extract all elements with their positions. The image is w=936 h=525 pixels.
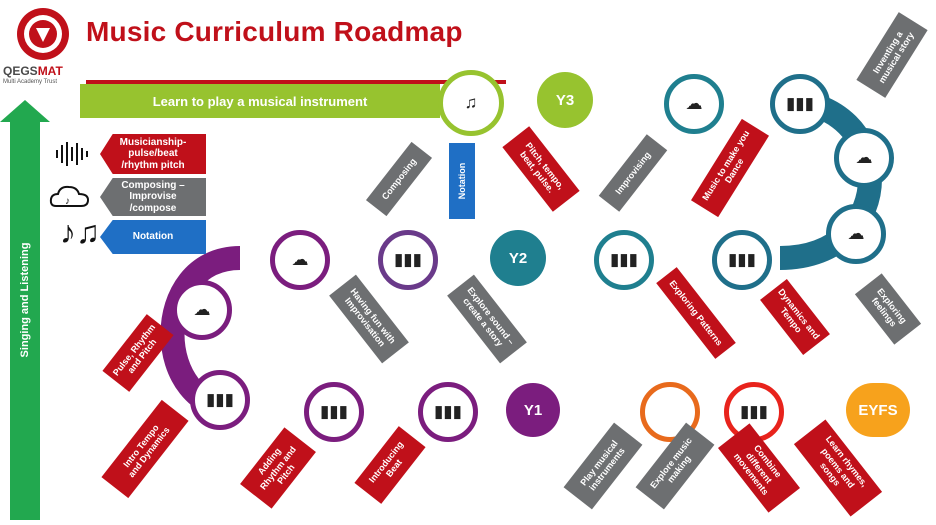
key-notation: Notation (100, 220, 206, 254)
singing-listening-bar (10, 120, 40, 520)
node-y1-rhythm: ▮▮▮ (304, 382, 364, 442)
school-logo (14, 6, 72, 62)
year-y2-circle: Y2 (490, 230, 546, 286)
node-y2-dynamics: ▮▮▮ (712, 230, 772, 290)
soundwave-icon (54, 140, 90, 174)
singing-arrow-head (0, 100, 50, 122)
page-title: Music Curriculum Roadmap (86, 16, 463, 47)
cloud-note-icon: ♪ (48, 182, 92, 216)
logo-subtitle: Multi Academy Trust (3, 79, 58, 85)
node-y1-tempo: ▮▮▮ (190, 370, 250, 430)
node-y3-dance: ▮▮▮ (770, 74, 830, 134)
node-y2-patterns: ▮▮▮ (594, 230, 654, 290)
year-y1-circle: Y1 (506, 383, 560, 437)
node-y1-beat: ▮▮▮ (418, 382, 478, 442)
title-underline (86, 80, 506, 84)
key-musicianship: Musicianship- pulse/beat /rhythm pitch (100, 134, 206, 174)
year-eyfs-circle: EYFS (846, 383, 910, 437)
node-y2-improv: ☁ (270, 230, 330, 290)
node-y2-feelings: ☁ (826, 204, 886, 264)
learn-instrument-bar: Learn to play a musical instrument (80, 84, 440, 118)
node-y2-sound: ▮▮▮ (378, 230, 438, 290)
key-composing: Composing – Improvise /compose (100, 178, 206, 216)
node-y3-improvising: ☁ (664, 74, 724, 134)
svg-text:♪: ♪ (65, 196, 70, 207)
node-y3-notation: ♫ (438, 70, 504, 136)
label-notation: Notation (449, 143, 475, 219)
node-y3-story: ☁ (834, 128, 894, 188)
node-eyfs-empty (640, 382, 700, 442)
year-y3-circle: Y3 (537, 72, 593, 128)
music-notes-icon: ♪♫ (60, 214, 100, 250)
singing-listening-label: Singing and Listening (19, 242, 31, 358)
logo-name: QEGSMAT (3, 64, 63, 78)
node-y1-compose: ☁ (172, 280, 232, 340)
